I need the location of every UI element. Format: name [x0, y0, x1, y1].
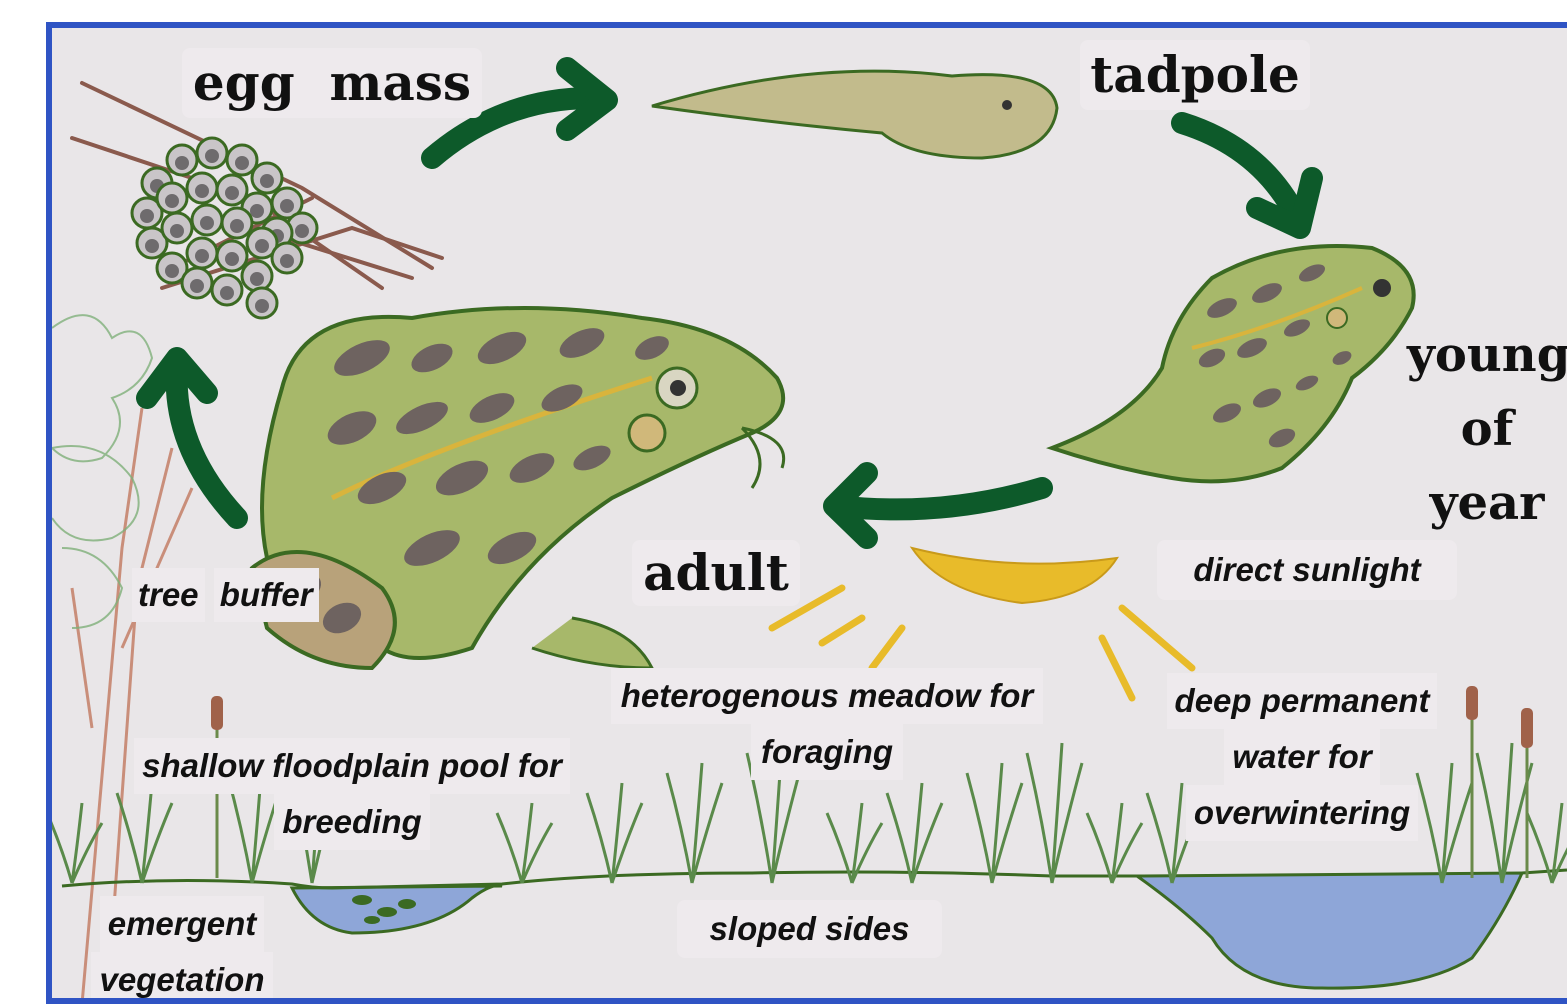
egg-center	[220, 286, 234, 300]
emergent-line-2: vegetation	[91, 952, 272, 1004]
egg-center	[250, 272, 264, 286]
grass-tuft	[1087, 803, 1142, 883]
tadpole-drawing	[652, 71, 1057, 158]
deep-permanent-water-label: deep permanent water for overwintering	[1137, 673, 1467, 843]
egg-center	[255, 239, 269, 253]
egg-center	[280, 199, 294, 213]
egg-mass-label: egg mass	[182, 48, 482, 118]
egg-center	[175, 156, 189, 170]
egg-center	[165, 194, 179, 208]
egg-center	[260, 174, 274, 188]
young-of-year-label: young of year	[1407, 318, 1567, 528]
egg-center	[255, 299, 269, 313]
egg-center	[235, 156, 249, 170]
egg-center	[200, 216, 214, 230]
young-frog-drawing	[1052, 246, 1414, 481]
life-cycle-illustration	[52, 28, 1567, 1004]
grass-tuft	[887, 783, 942, 883]
deep-water-line-1: deep permanent	[1167, 673, 1438, 729]
young-of-year-line-2: of	[1407, 392, 1567, 466]
sloped-sides-label: sloped sides	[677, 900, 942, 958]
egg-center	[250, 204, 264, 218]
meadow-line-2: foraging	[751, 724, 903, 780]
egg-center	[165, 264, 179, 278]
shallow-pool-line-1: shallow floodplain pool for	[134, 738, 570, 794]
deep-water-line-2: water for	[1224, 729, 1379, 785]
tree-buffer-label: tree buffer	[132, 568, 272, 678]
egg-center	[170, 224, 184, 238]
tree-buffer-line-2: buffer	[214, 568, 319, 622]
egg-center	[195, 184, 209, 198]
young-of-year-line-1: young	[1407, 318, 1567, 392]
egg-center	[295, 224, 309, 238]
deep-water-line-3: overwintering	[1186, 785, 1418, 841]
shallow-floodplain-pool-label: shallow floodplain pool for breeding	[82, 738, 622, 853]
tree-buffer-line-1: tree	[132, 568, 205, 622]
egg-center	[230, 219, 244, 233]
pond-deep	[1137, 873, 1522, 988]
egg-center	[195, 249, 209, 263]
egg-center	[280, 254, 294, 268]
diagram-frame: egg mass tadpole young of year adult tre…	[46, 22, 1567, 1004]
egg-center	[225, 252, 239, 266]
tadpole-label: tadpole	[1080, 40, 1310, 110]
young-of-year-line-3: year	[1407, 466, 1567, 540]
egg-center	[225, 186, 239, 200]
heterogenous-meadow-label: heterogenous meadow for foraging	[567, 668, 1087, 783]
egg-mass-drawing	[132, 138, 317, 318]
egg-center	[205, 149, 219, 163]
emergent-vegetation-label: emergent vegetation	[72, 896, 292, 1004]
egg-center	[140, 209, 154, 223]
shallow-pool-line-2: breeding	[274, 794, 429, 850]
meadow-line-1: heterogenous meadow for	[611, 668, 1044, 724]
pond-shallow	[292, 886, 502, 934]
egg-center	[145, 239, 159, 253]
grass-tuft	[1477, 743, 1532, 883]
adult-label: adult	[632, 540, 800, 606]
emergent-line-1: emergent	[100, 896, 265, 952]
direct-sunlight-label: direct sunlight	[1157, 540, 1457, 600]
egg-center	[190, 279, 204, 293]
